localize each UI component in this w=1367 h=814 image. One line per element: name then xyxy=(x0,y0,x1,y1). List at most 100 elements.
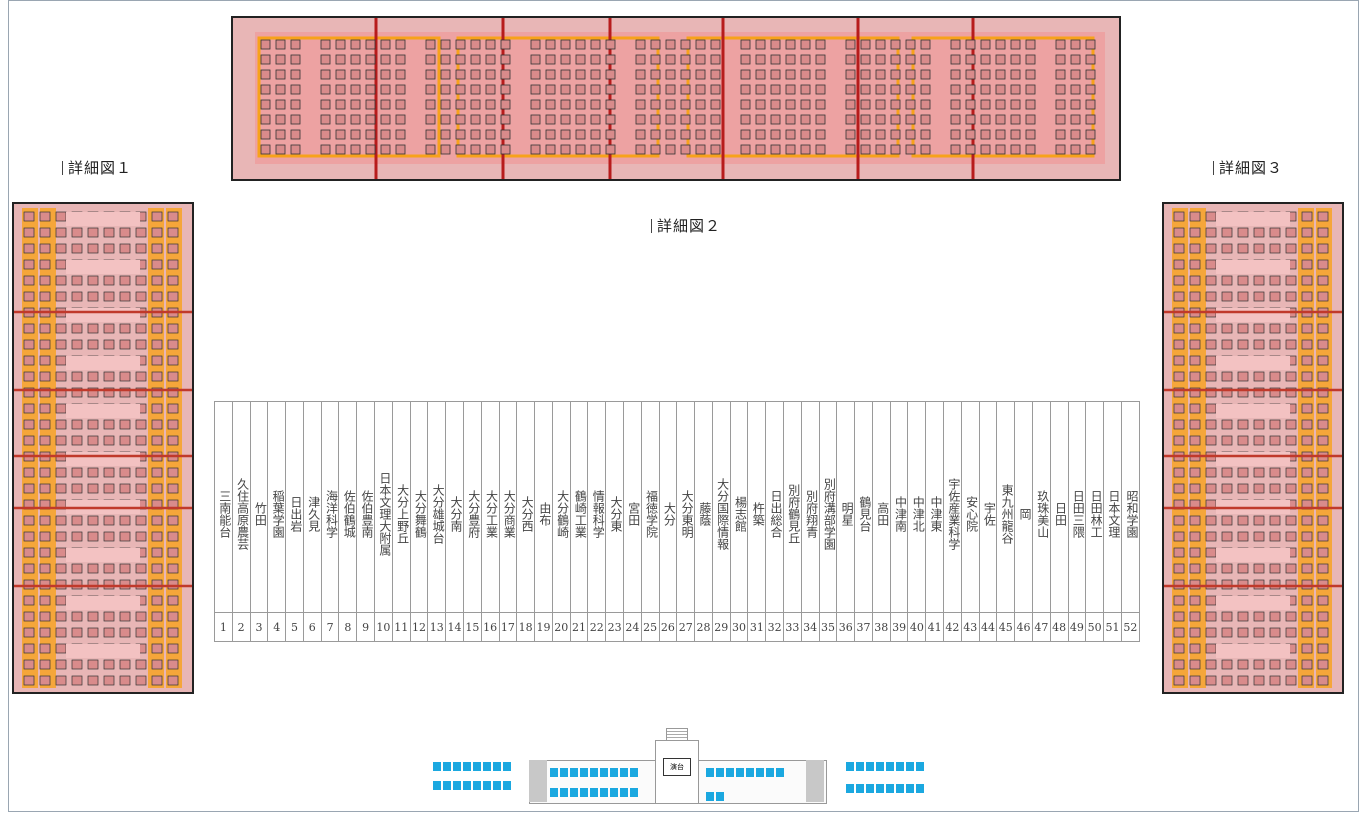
seat-mark xyxy=(680,144,691,155)
seat-mark xyxy=(710,129,721,140)
seat-mark xyxy=(1317,595,1329,606)
seat-mark xyxy=(740,114,751,125)
seat-mark xyxy=(530,69,541,80)
seat-mark xyxy=(485,99,496,110)
seat-mark xyxy=(167,659,179,670)
seat-mark xyxy=(87,675,99,686)
seat-mark xyxy=(485,129,496,140)
seat-mark xyxy=(1269,579,1281,590)
seat-mark xyxy=(605,144,616,155)
school-name-cell: 宇佐産業科学 xyxy=(943,401,962,613)
seat-mark xyxy=(1173,387,1185,398)
seat-mark xyxy=(1173,275,1185,286)
seat-mark xyxy=(1253,387,1265,398)
seat-mark xyxy=(1269,291,1281,302)
seat-mark xyxy=(71,659,83,670)
seat-mark xyxy=(1205,467,1217,478)
seat-mark xyxy=(860,84,871,95)
seat-mark xyxy=(845,54,856,65)
guest-seat xyxy=(580,768,588,777)
seat-mark xyxy=(1173,323,1185,334)
seat-mark xyxy=(151,227,163,238)
seat-mark xyxy=(740,54,751,65)
seat-mark xyxy=(275,144,286,155)
seat-mark xyxy=(365,99,376,110)
school-name-cell: 岡 xyxy=(1014,401,1033,613)
guest-seat xyxy=(570,768,578,777)
seat-number-cell: 17 xyxy=(498,612,518,642)
seat-mark xyxy=(815,129,826,140)
seat-mark xyxy=(770,54,781,65)
guest-seat xyxy=(550,768,558,777)
seat-mark xyxy=(1237,227,1249,238)
seat-mark xyxy=(560,144,571,155)
seat-mark xyxy=(275,69,286,80)
seat-mark xyxy=(785,84,796,95)
school-seat-table: 三南能台久住高原農芸竹田稲葉学園日出岩津久見海洋科学佐伯鶴城佐伯豊南日本文理大附… xyxy=(214,401,1141,642)
seat-mark xyxy=(1189,675,1201,686)
seat-mark xyxy=(23,435,35,446)
seat-mark xyxy=(470,39,481,50)
seat-mark xyxy=(1189,403,1201,414)
seat-mark xyxy=(1173,579,1185,590)
seat-mark xyxy=(875,99,886,110)
school-name-cell: 鶴見台 xyxy=(854,401,873,613)
seat-mark xyxy=(71,563,83,574)
seat-mark xyxy=(650,129,661,140)
seat-mark xyxy=(455,114,466,125)
school-name-cell: 日出岩 xyxy=(285,401,304,613)
seat-mark xyxy=(1189,531,1201,542)
seat-mark xyxy=(590,114,601,125)
seat-mark xyxy=(695,54,706,65)
school-name-cell: 大分舞鶴 xyxy=(409,401,429,613)
seat-mark xyxy=(167,355,179,366)
seat-mark xyxy=(560,129,571,140)
seat-mark xyxy=(1173,419,1185,430)
seat-number-cell: 31 xyxy=(747,612,767,642)
seat-mark xyxy=(755,54,766,65)
seat-mark xyxy=(1301,531,1313,542)
seat-mark xyxy=(39,419,51,430)
school-name-cell: 大分南 xyxy=(445,401,464,613)
seat-mark xyxy=(103,243,115,254)
seat-mark xyxy=(335,69,346,80)
school-group-band xyxy=(1216,596,1290,610)
seat-mark xyxy=(119,467,131,478)
seat-mark xyxy=(1285,387,1297,398)
seat-mark xyxy=(1205,259,1217,270)
seat-mark xyxy=(575,114,586,125)
seat-number-cell: 41 xyxy=(925,612,945,642)
seat-mark xyxy=(425,129,436,140)
seat-mark xyxy=(800,144,811,155)
seat-mark xyxy=(1285,371,1297,382)
seat-mark xyxy=(1189,643,1201,654)
seat-mark xyxy=(980,144,991,155)
seat-mark xyxy=(995,69,1006,80)
seat-mark xyxy=(1173,595,1185,606)
caption-detail-2: 詳細図２ xyxy=(651,215,721,236)
seat-mark xyxy=(55,371,67,382)
seat-mark xyxy=(1317,211,1329,222)
seat-number-cell: 39 xyxy=(889,612,909,642)
seat-mark xyxy=(845,129,856,140)
caption-detail-2-text: 詳細図２ xyxy=(657,217,722,235)
seat-mark xyxy=(965,144,976,155)
seat-mark xyxy=(55,435,67,446)
seat-mark xyxy=(455,129,466,140)
seat-mark xyxy=(995,99,1006,110)
guest-seat xyxy=(610,768,618,777)
seat-mark xyxy=(1301,659,1313,670)
school-group-band xyxy=(1216,644,1290,658)
seat-mark xyxy=(950,69,961,80)
seat-mark xyxy=(23,419,35,430)
seat-mark xyxy=(1253,531,1265,542)
guest-seat xyxy=(746,768,754,777)
seat-mark xyxy=(1237,515,1249,526)
seat-mark xyxy=(1070,114,1081,125)
seat-mark xyxy=(365,84,376,95)
seat-number-cell: 4 xyxy=(267,612,287,642)
seat-mark xyxy=(800,114,811,125)
seat-mark xyxy=(87,611,99,622)
seat-mark xyxy=(335,129,346,140)
seat-mark xyxy=(23,467,35,478)
